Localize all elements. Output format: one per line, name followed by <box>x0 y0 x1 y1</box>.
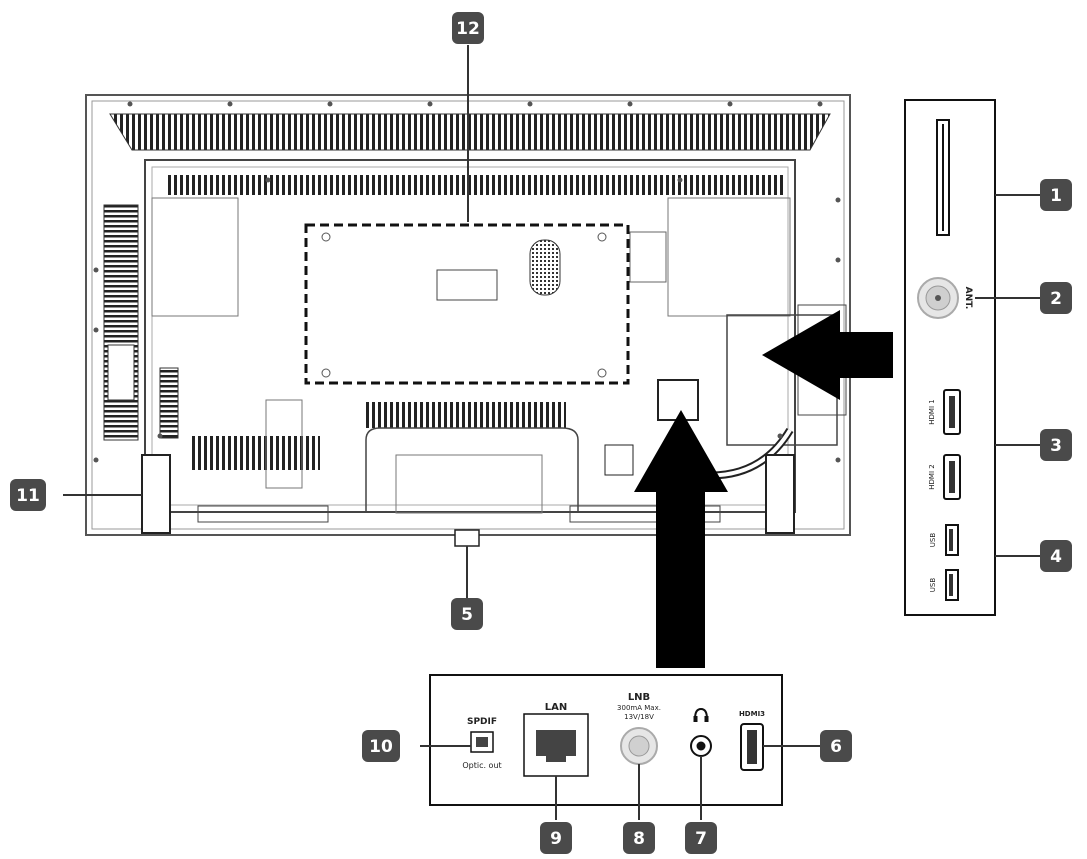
callout-7: 7 <box>685 822 717 854</box>
svg-text:11: 11 <box>16 486 40 506</box>
callout-12: 12 <box>452 12 484 44</box>
left-side-vent <box>103 204 139 441</box>
hdmi3-label: HDMI3 <box>739 710 765 718</box>
callout-11: 11 <box>10 479 46 511</box>
side-connector-panel: ANT. HDMI 1 HDMI 2 USB USB <box>904 99 996 616</box>
svg-text:3: 3 <box>1050 436 1062 456</box>
arrow-to-side-panel <box>762 310 893 400</box>
ant-label: ANT. <box>963 287 973 310</box>
upper-vent-strip <box>165 175 783 195</box>
hdmi1-label: HDMI 1 <box>928 399 936 424</box>
svg-text:1: 1 <box>1050 186 1062 206</box>
callout-10: 10 <box>362 730 400 762</box>
callout-2: 2 <box>1040 282 1072 314</box>
callout-3: 3 <box>1040 429 1072 461</box>
headphone-icon <box>693 707 709 722</box>
lnb-label: LNB <box>628 692 650 703</box>
usb1-label: USB <box>929 533 937 548</box>
callout-9: 9 <box>540 822 572 854</box>
svg-text:12: 12 <box>456 19 480 39</box>
svg-text:6: 6 <box>830 737 842 757</box>
spdif-label: SPDIF <box>467 717 497 727</box>
lan-label: LAN <box>545 702 567 713</box>
top-vent <box>109 113 831 151</box>
svg-text:4: 4 <box>1050 547 1062 567</box>
svg-text:2: 2 <box>1050 289 1062 309</box>
callout-1: 1 <box>1040 179 1072 211</box>
bottom-connector <box>454 529 480 547</box>
speaker-mesh <box>529 239 561 296</box>
arrow-to-bottom-panel <box>634 410 728 668</box>
svg-text:5: 5 <box>461 605 473 625</box>
lower-vent-center <box>366 402 566 428</box>
svg-text:7: 7 <box>695 829 707 849</box>
bottom-connector-panel: SPDIF Optic. out LAN LNB 300mA Max. 13V/… <box>429 674 783 806</box>
lan-port <box>523 713 589 777</box>
leader-lines <box>63 45 1040 820</box>
callout-8: 8 <box>623 822 655 854</box>
usb2-label: USB <box>929 578 937 593</box>
lnb-sub1: 300mA Max. <box>617 704 661 712</box>
svg-text:10: 10 <box>369 737 393 757</box>
callout-5: 5 <box>451 598 483 630</box>
wall-mount-area <box>304 223 630 385</box>
svg-text:8: 8 <box>633 829 645 849</box>
spdif-sub-label: Optic. out <box>462 761 501 770</box>
callout-4: 4 <box>1040 540 1072 572</box>
lnb-sub2: 13V/18V <box>624 713 654 721</box>
hdmi2-label: HDMI 2 <box>928 464 936 489</box>
svg-text:9: 9 <box>550 829 562 849</box>
lower-vent-left <box>190 436 320 470</box>
callout-6: 6 <box>820 730 852 762</box>
